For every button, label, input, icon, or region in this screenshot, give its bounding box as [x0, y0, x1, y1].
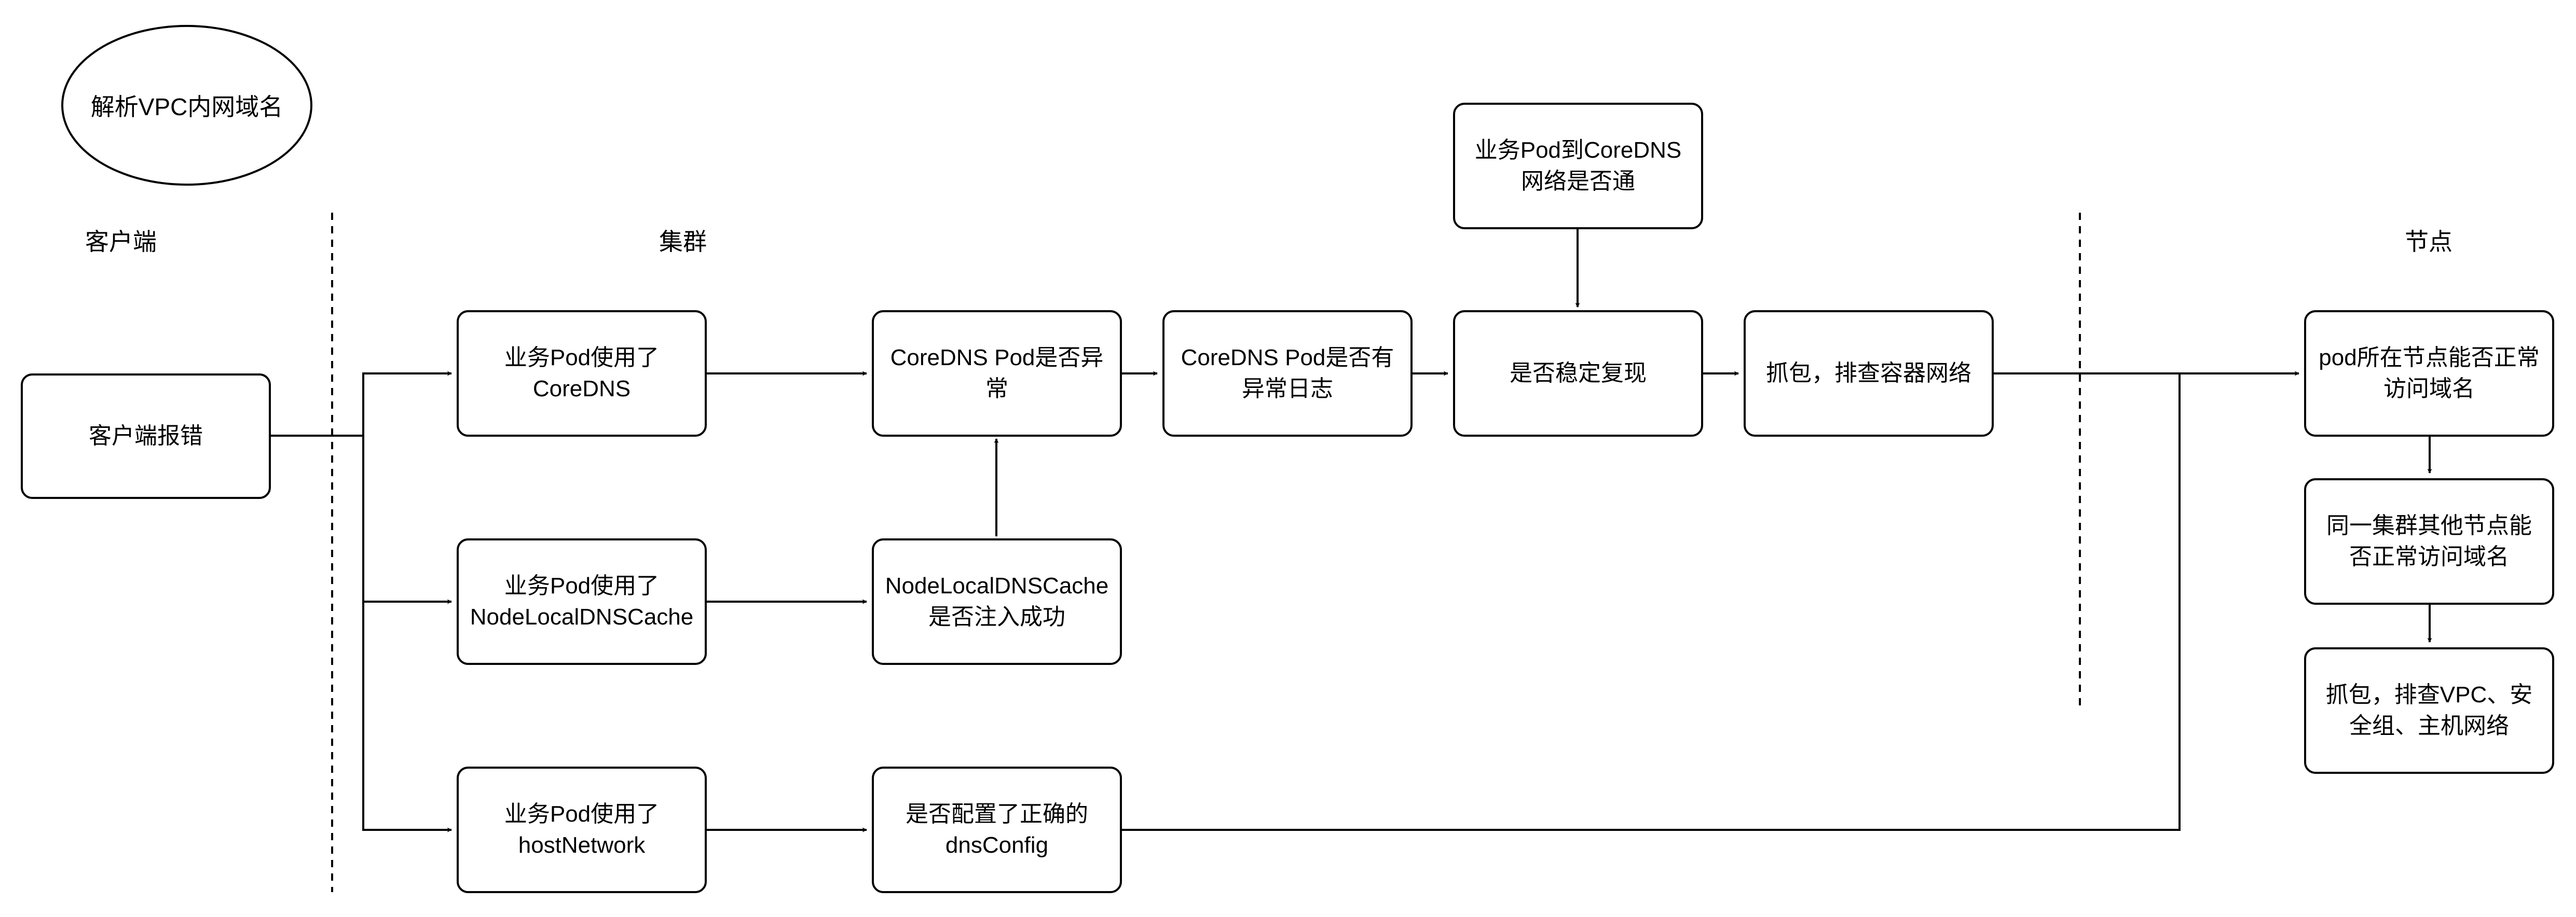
node-stable-repro: 是否稳定复现: [1453, 310, 1703, 437]
node-client-error: 客户端报错: [21, 373, 271, 499]
edge-dnsconfig-to-node: [1122, 373, 2181, 831]
edge-client-to-hostnetwork: [362, 602, 452, 832]
zone-label-client: 客户端: [85, 228, 157, 255]
zone-label-node: 节点: [2405, 228, 2452, 255]
node-capture-container: 抓包，排查容器网络: [1744, 310, 1994, 437]
node-use-nodelocal: 业务Pod使用了 NodeLocalDNSCache: [457, 538, 707, 665]
node-coredns-log: CoreDNS Pod是否有 异常日志: [1162, 310, 1413, 437]
title-ellipse: 解析VPC内网域名: [61, 25, 312, 186]
edge-client-to-coredns: [270, 371, 452, 437]
node-dnsconfig-correct: 是否配置了正确的 dnsConfig: [872, 767, 1122, 893]
node-node-resolve: pod所在节点能否正常 访问域名: [2304, 310, 2554, 437]
node-coredns-abnormal: CoreDNS Pod是否异 常: [872, 310, 1122, 437]
node-use-coredns: 业务Pod使用了 CoreDNS: [457, 310, 707, 437]
node-pod-to-coredns: 业务Pod到CoreDNS 网络是否通: [1453, 103, 1703, 229]
edge-client-to-nodelocal: [362, 436, 452, 604]
node-nodelocal-injected: NodeLocalDNSCache 是否注入成功: [872, 538, 1122, 665]
node-other-nodes: 同一集群其他节点能 否正常访问域名: [2304, 478, 2554, 605]
title-text: 解析VPC内网域名: [90, 93, 283, 120]
node-use-hostnetwork: 业务Pod使用了 hostNetwork: [457, 767, 707, 893]
zone-label-cluster: 集群: [659, 228, 707, 255]
node-capture-vpc: 抓包，排查VPC、安 全组、主机网络: [2304, 647, 2554, 774]
